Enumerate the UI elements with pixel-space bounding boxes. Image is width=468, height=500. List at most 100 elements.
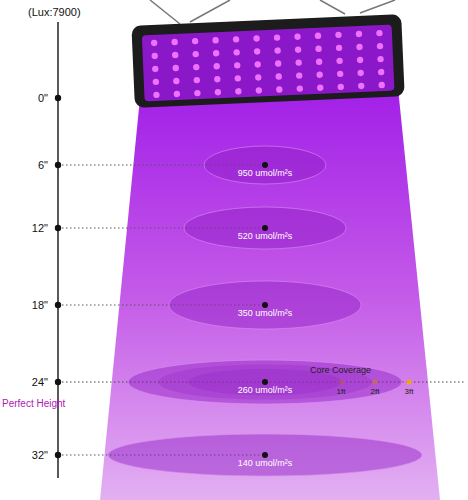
led — [253, 35, 260, 42]
ellipse-outline — [183, 206, 347, 250]
led — [174, 91, 181, 98]
intensity-value: 950 umol/m²s — [238, 168, 293, 178]
led — [254, 48, 261, 55]
led — [378, 82, 385, 89]
led — [358, 83, 365, 90]
intensity-ellipse: 520 umol/m²s — [183, 206, 347, 250]
led — [215, 89, 222, 96]
led — [233, 36, 240, 43]
coverage-dot — [406, 379, 411, 384]
ellipse-outline — [203, 145, 327, 185]
led — [337, 71, 344, 78]
ruler-tick — [55, 379, 61, 385]
intensity-value: 260 umol/m²s — [238, 385, 293, 395]
led — [153, 79, 160, 86]
hanging-wire — [150, 0, 180, 24]
led — [377, 56, 384, 63]
led — [255, 87, 262, 94]
intensity-value: 520 umol/m²s — [238, 231, 293, 241]
led — [335, 32, 342, 39]
intensity-ellipse: 350 umol/m²s — [168, 280, 362, 330]
led — [214, 76, 221, 83]
led — [336, 45, 343, 52]
led — [276, 86, 283, 93]
ruler-tick — [55, 452, 61, 458]
ellipse-outline — [168, 280, 362, 330]
intensity-value: 140 umol/m²s — [238, 458, 293, 468]
lux-note: (Lux:7900) — [28, 6, 81, 18]
led — [212, 37, 219, 44]
led — [172, 65, 179, 72]
led — [194, 90, 201, 97]
led — [151, 40, 158, 47]
coverage-size: 1ft — [337, 388, 346, 397]
led — [317, 84, 324, 91]
led — [274, 47, 281, 54]
led — [294, 33, 301, 40]
led — [316, 71, 323, 78]
hanging-wire — [190, 0, 230, 22]
ruler-tick — [55, 95, 61, 101]
light-beam — [100, 88, 440, 500]
led — [153, 92, 160, 99]
led — [275, 60, 282, 67]
led — [378, 69, 385, 76]
hanging-wire — [360, 0, 395, 13]
led — [316, 58, 323, 65]
led — [356, 44, 363, 51]
led — [296, 85, 303, 92]
led — [295, 46, 302, 53]
height-mark: 32" — [32, 449, 48, 461]
led — [274, 34, 281, 41]
height-mark: 0" — [38, 92, 48, 104]
led — [315, 32, 322, 39]
coverage-size: 2ft — [371, 388, 380, 397]
led — [296, 72, 303, 79]
led — [275, 73, 282, 80]
led — [233, 49, 240, 56]
height-mark: 18" — [32, 299, 48, 311]
hanging-wire — [320, 0, 345, 14]
coverage-title: Core Coverage — [310, 366, 371, 376]
led — [234, 62, 241, 69]
led — [171, 39, 178, 46]
led — [377, 43, 384, 50]
led — [357, 57, 364, 64]
led — [255, 74, 262, 81]
led — [295, 59, 302, 66]
height-mark: 6" — [38, 159, 48, 171]
led — [193, 77, 200, 84]
led — [213, 63, 220, 70]
ellipse-outline — [107, 433, 423, 477]
led — [337, 84, 344, 91]
ruler-tick — [55, 225, 61, 231]
height-mark: 12" — [32, 222, 48, 234]
led — [357, 70, 364, 77]
height-ruler — [57, 22, 59, 478]
led — [234, 75, 241, 82]
led — [173, 78, 180, 85]
lamp — [131, 14, 404, 108]
led — [315, 45, 322, 52]
height-mark: 24" — [32, 376, 48, 388]
led — [172, 52, 179, 59]
led — [336, 58, 343, 65]
led — [152, 66, 159, 73]
perfect-height-note: Perfect Height — [2, 398, 65, 409]
ruler-tick — [55, 162, 61, 168]
led — [235, 88, 242, 95]
led — [356, 31, 363, 38]
ruler-tick — [55, 302, 61, 308]
intensity-ellipse: 140 umol/m²s — [107, 433, 423, 477]
led — [376, 30, 383, 37]
led — [193, 64, 200, 71]
led — [254, 61, 261, 68]
intensity-value: 350 umol/m²s — [238, 308, 293, 318]
led — [213, 50, 220, 57]
led — [192, 51, 199, 58]
intensity-ellipse: 950 umol/m²s — [203, 145, 327, 185]
led — [151, 53, 158, 60]
coverage-size: 3ft — [405, 388, 414, 397]
led — [192, 38, 199, 45]
